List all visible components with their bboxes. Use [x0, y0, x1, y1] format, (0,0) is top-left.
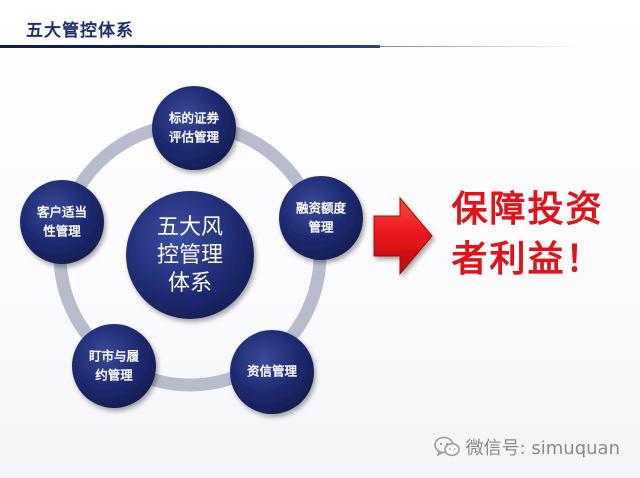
center-circle: 五大风 控管理 体系 — [126, 191, 254, 319]
node-margin-quota: 融资额度 管理 — [279, 176, 363, 260]
center-label-line-1: 五大风 — [157, 215, 223, 240]
title-underline-fade — [380, 46, 580, 47]
node-market-line-2: 约管理 — [95, 368, 133, 383]
center-label-line-3: 体系 — [168, 271, 212, 296]
page-title: 五大管控体系 — [26, 21, 134, 41]
node-underlying-securities: 标的证券 评估管理 — [152, 86, 236, 170]
title-underline — [0, 45, 380, 48]
watermark: 微信号: simuquan — [433, 434, 620, 460]
node-margin-quota-line-1: 融资额度 — [296, 201, 347, 216]
node-suitability-line-2: 性管理 — [42, 224, 81, 239]
watermark-text: 微信号: simuquan — [465, 438, 620, 459]
result-arrow — [373, 196, 433, 276]
node-market-line-1: 盯市与履 — [89, 349, 140, 364]
result-line-2: 者利益！ — [451, 239, 604, 280]
node-suitability-line-1: 客户适当 — [36, 205, 87, 220]
node-credit: 资信管理 — [230, 330, 314, 414]
center-label-line-2: 控管理 — [157, 243, 223, 268]
node-credit-line-1: 资信管理 — [247, 364, 298, 379]
result-line-1: 保障投资 — [451, 189, 604, 230]
node-margin-quota-line-2: 管理 — [308, 220, 334, 235]
node-underlying-line-2: 评估管理 — [169, 130, 220, 145]
node-underlying-line-1: 标的证券 — [168, 111, 220, 126]
node-suitability: 客户适当 性管理 — [20, 180, 104, 264]
wechat-icon — [433, 436, 460, 457]
node-market-monitoring: 盯市与履 约管理 — [72, 324, 156, 408]
